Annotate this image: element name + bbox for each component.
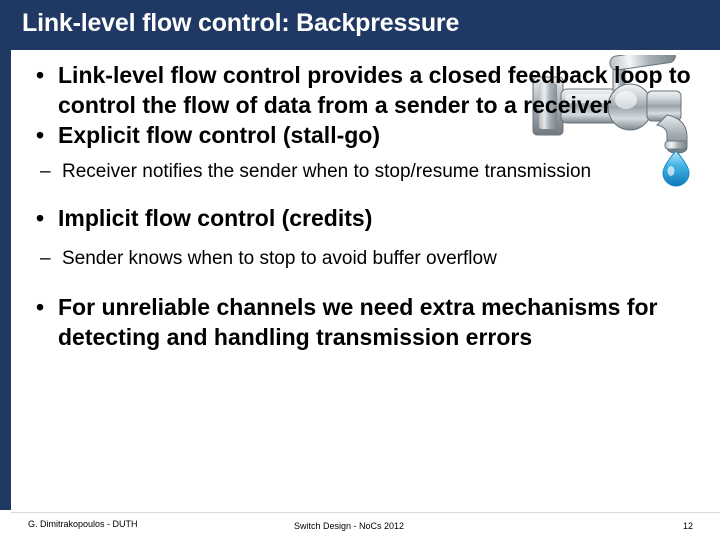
bullet-text-3: Implicit flow control (credits) <box>58 205 373 232</box>
slide-body: • Link-level flow control provides a clo… <box>18 60 708 352</box>
dash-marker-icon: – <box>40 248 51 270</box>
sub-bullet-text-1: Receiver notifies the sender when to sto… <box>62 161 592 183</box>
footer-page-number: 12 <box>683 521 694 531</box>
dash-marker-icon: – <box>40 161 51 183</box>
sub-bullet-text-2: Sender knows when to stop to avoid buffe… <box>62 248 497 270</box>
bullet-text-4: For unreliable channels we need extra me… <box>58 293 658 350</box>
footer-divider <box>11 512 720 513</box>
sub-bullet-group-1: – Receiver notifies the sender when to s… <box>18 150 708 203</box>
footer-course: Switch Design - NoCs 2012 <box>294 521 405 531</box>
bullet-marker-icon: • <box>36 205 45 232</box>
bullet-item-1: • Link-level flow control provides a clo… <box>18 60 708 120</box>
bullet-text-1: Link-level flow control provides a close… <box>58 62 691 119</box>
bullet-marker-icon: • <box>36 293 45 320</box>
bullet-item-2: • Explicit flow control (stall-go) <box>18 120 708 150</box>
bullet-list-level2: – Receiver notifies the sender when to s… <box>18 160 708 185</box>
title-accent-bar <box>0 0 11 50</box>
left-accent-bar <box>0 50 11 510</box>
title-bar: Link-level flow control: Backpressure <box>0 0 720 50</box>
bullet-item-3: • Implicit flow control (credits) <box>18 203 708 233</box>
sub-bullet-item-2: – Sender knows when to stop to avoid buf… <box>18 247 708 272</box>
bullet-list-level2-b: – Sender knows when to stop to avoid buf… <box>18 247 708 272</box>
bullet-text-2: Explicit flow control (stall-go) <box>58 122 380 149</box>
bullet-marker-icon: • <box>36 62 45 88</box>
faucet-water-drop-icon <box>527 48 712 190</box>
page-title: Link-level flow control: Backpressure <box>22 9 460 37</box>
sub-bullet-item-1: – Receiver notifies the sender when to s… <box>18 160 708 185</box>
bullet-marker-icon: • <box>36 122 45 149</box>
bullet-item-4: • For unreliable channels we need extra … <box>18 292 708 352</box>
sub-bullet-group-2: – Sender knows when to stop to avoid buf… <box>18 233 708 292</box>
footer-author: G. Dimitrakopoulos - DUTH <box>28 519 138 529</box>
bullet-list-level1: • Link-level flow control provides a clo… <box>18 60 708 352</box>
